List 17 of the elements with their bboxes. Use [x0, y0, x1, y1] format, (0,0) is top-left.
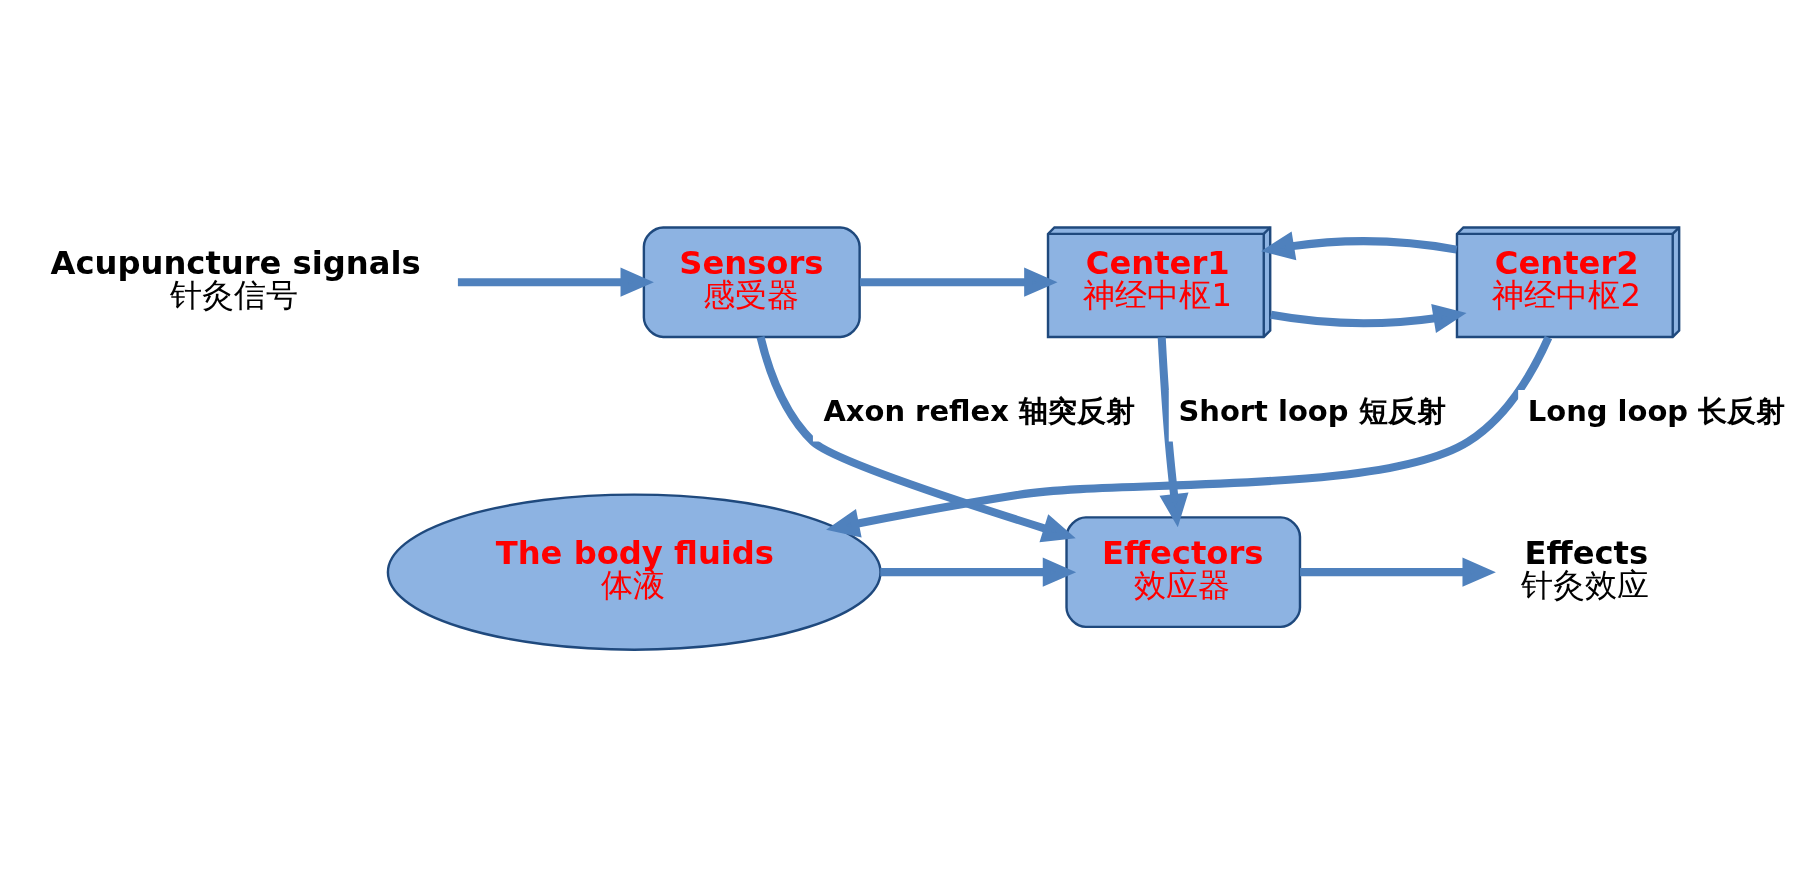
arrow	[1270, 303, 1467, 333]
arrow	[1300, 557, 1496, 587]
node-ellipse: The body fluids 体液	[386, 492, 882, 651]
edge-label: Long loop 长反射	[1527, 393, 1786, 428]
edge-label: Axon reflex 轴突反射	[823, 393, 1135, 428]
arrow	[756, 335, 1076, 542]
arrow	[457, 267, 654, 297]
node-box: Effectors 效应器	[1065, 515, 1302, 628]
edge-label: Short loop 短反射	[1178, 393, 1446, 428]
node-box: Sensors 感受器	[642, 225, 861, 338]
node-text: Acupuncture signals 针灸信号	[50, 243, 421, 314]
arrow	[1157, 336, 1189, 527]
node-text: Effects 针灸效应	[1521, 533, 1650, 604]
arrow	[1261, 230, 1458, 260]
arrow	[826, 335, 1553, 538]
arrow	[880, 557, 1077, 587]
arrow	[859, 267, 1058, 297]
